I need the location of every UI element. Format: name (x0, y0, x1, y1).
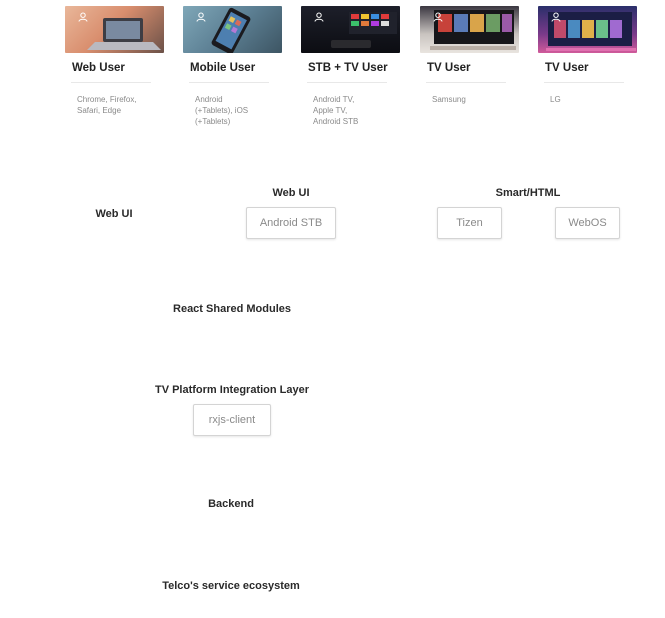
divider (189, 82, 269, 83)
web-ui-left-label: Web UI (95, 208, 133, 220)
telco-ecosystem-label: Telco's service ecosystem (162, 580, 300, 592)
card-description: LG (550, 95, 561, 104)
card-description: Android TV, Apple TV, Android STB (313, 95, 359, 126)
tv-platform-label: TV Platform Integration Layer (154, 384, 310, 396)
user-icon (78, 12, 88, 22)
smart-html-group-label: Smart/HTML (495, 187, 561, 199)
user-card-lg: TV User LG (538, 6, 637, 104)
user-card-stb: STB + TV User Android TV, Apple TV, Andr… (301, 6, 400, 126)
card-title: TV User (427, 62, 471, 74)
card-description: Android (+Tablets), iOS (+Tablets) (195, 95, 249, 126)
divider (544, 82, 624, 83)
card-title: STB + TV User (308, 62, 388, 74)
card-title: TV User (545, 62, 589, 74)
android-stb-box: Android STB (246, 207, 336, 239)
user-icon (433, 12, 443, 22)
card-description: Chrome, Firefox, Safari, Edge (77, 95, 137, 115)
divider (71, 82, 151, 83)
user-card-samsung: TV User Samsung (420, 6, 519, 104)
rxjs-client-box: rxjs-client (193, 404, 271, 436)
tizen-box: Tizen (437, 207, 502, 239)
user-icon (551, 12, 561, 22)
set-top-box-photo (301, 6, 400, 53)
user-icon (314, 12, 324, 22)
lg-tv-photo (538, 6, 637, 53)
divider (426, 82, 506, 83)
backend-label: Backend (208, 498, 254, 510)
samsung-tv-photo (420, 6, 519, 53)
divider (307, 82, 387, 83)
react-shared-modules-label: React Shared Modules (173, 303, 291, 315)
user-card-mobile: Mobile User Android (+Tablets), iOS (+Ta… (183, 6, 282, 126)
laptop-photo (65, 6, 164, 53)
card-description: Samsung (432, 95, 466, 104)
card-title: Mobile User (190, 62, 256, 74)
webos-box: WebOS (555, 207, 620, 239)
web-ui-group-label: Web UI (272, 187, 310, 199)
user-card-web: Web User Chrome, Firefox, Safari, Edge (65, 6, 164, 115)
user-icon (196, 12, 206, 22)
smartphone-photo (183, 6, 282, 53)
card-title: Web User (72, 62, 125, 74)
